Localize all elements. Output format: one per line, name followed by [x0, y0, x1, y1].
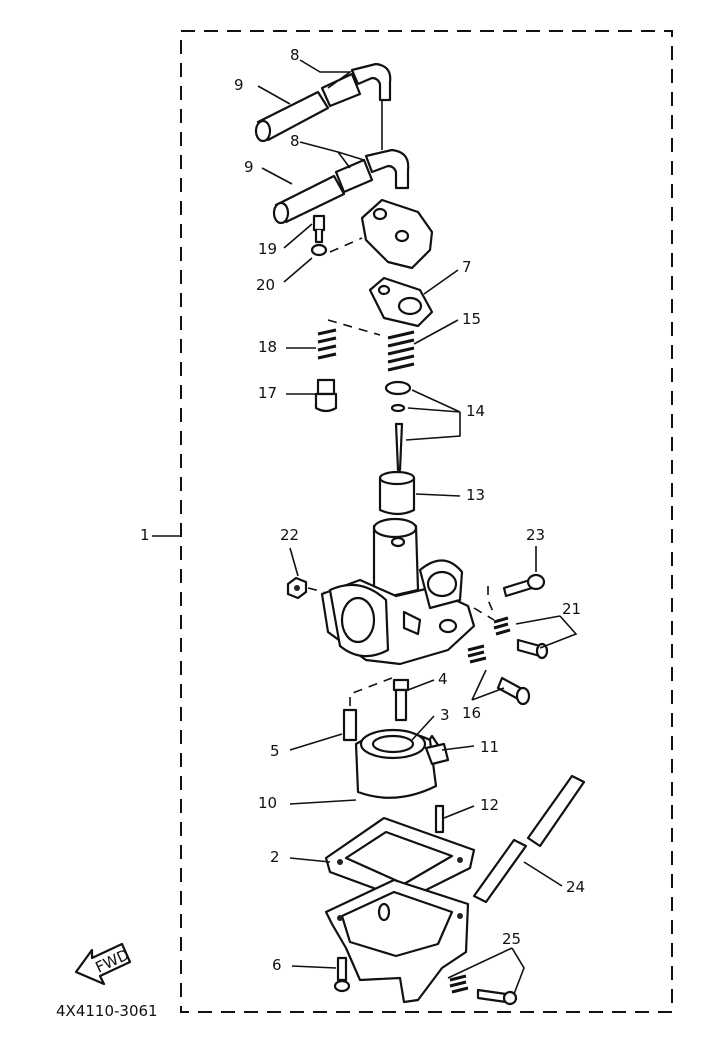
callout-24: 24 — [566, 878, 585, 896]
part-7-cover-gasket — [368, 276, 434, 328]
part-19-screw — [312, 214, 326, 244]
callout-23: 23 — [526, 526, 545, 544]
part-17-starter-plunger — [314, 378, 338, 413]
callout-9-upper: 9 — [234, 76, 244, 94]
callout-19: 19 — [258, 240, 277, 258]
callout-8-upper: 8 — [290, 46, 300, 64]
part-9-upper-cap — [254, 90, 330, 143]
part-10-float — [354, 728, 450, 799]
callout-17: 17 — [258, 384, 277, 402]
part-20-washer — [310, 243, 328, 257]
part-14-needle-set — [384, 380, 412, 472]
callout-20: 20 — [256, 276, 275, 294]
part-12-float-pin — [434, 804, 445, 834]
callout-10: 10 — [258, 794, 277, 812]
callout-15: 15 — [462, 310, 481, 328]
callout-7: 7 — [462, 258, 472, 276]
part-22-nut — [286, 576, 308, 600]
part-24-drain-pipe — [472, 774, 586, 904]
callout-16: 16 — [462, 704, 481, 722]
part-15-throttle-spring — [387, 330, 415, 372]
fwd-arrow-icon: FWD — [74, 942, 132, 986]
part-18-small-spring — [317, 328, 337, 360]
part-21-pilot-screw-set — [493, 616, 549, 660]
part-5-pilot-jet — [342, 708, 358, 742]
part-2-float-chamber-gasket — [324, 816, 476, 902]
part-8-lower-fitting — [334, 148, 410, 194]
part-9-lower-cap — [272, 174, 346, 225]
callout-5: 5 — [270, 742, 280, 760]
callout-11: 11 — [480, 738, 499, 756]
callout-8-lower: 8 — [290, 132, 300, 150]
callout-2: 2 — [270, 848, 280, 866]
callout-22: 22 — [280, 526, 299, 544]
callout-1: 1 — [140, 526, 150, 544]
callout-18: 18 — [258, 338, 277, 356]
part-13-throttle-valve — [378, 470, 416, 516]
part-16-throttle-stop-screw — [467, 644, 531, 706]
callout-6: 6 — [272, 956, 282, 974]
carburetor-top-cover — [360, 198, 434, 270]
part-1-carburetor-body — [320, 517, 476, 666]
callout-14: 14 — [466, 402, 485, 420]
callout-25: 25 — [502, 930, 521, 948]
callout-3: 3 — [440, 706, 450, 724]
part-4-main-nozzle — [392, 678, 410, 722]
callout-12: 12 — [480, 796, 499, 814]
part-25-drain-screw-set — [449, 974, 518, 1006]
callout-13: 13 — [466, 486, 485, 504]
figure-code: 4X4110-3061 — [56, 1002, 158, 1020]
part-23-screw — [502, 573, 546, 598]
float-chamber — [324, 878, 470, 1004]
fwd-label: FWD — [93, 946, 132, 977]
callout-9-lower: 9 — [244, 158, 254, 176]
callout-21: 21 — [562, 600, 581, 618]
part-6-screw — [333, 956, 351, 993]
callout-4: 4 — [438, 670, 448, 688]
